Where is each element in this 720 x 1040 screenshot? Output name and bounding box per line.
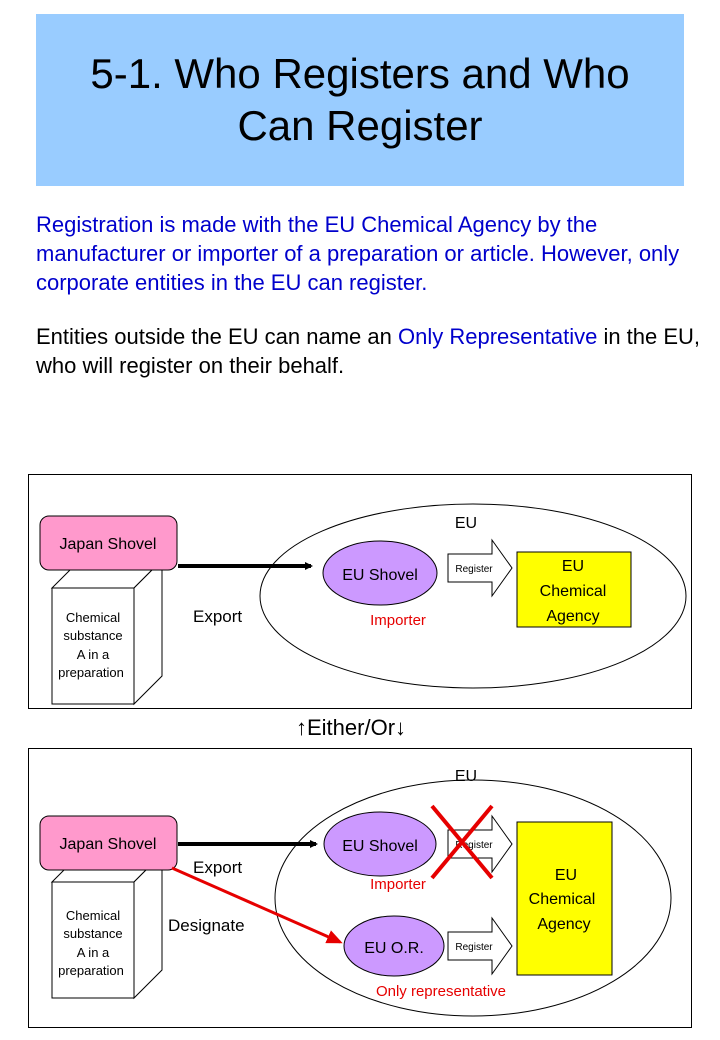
japan-shovel-label: Japan Shovel bbox=[60, 836, 157, 853]
chemical-substance-line: substance bbox=[63, 926, 122, 941]
register-label: Register bbox=[455, 942, 493, 953]
export-label: Export bbox=[193, 858, 242, 877]
agency-label-line: Chemical bbox=[529, 891, 596, 908]
diagram-2: EU Chemical substance A in a preparation… bbox=[39, 768, 672, 1017]
only-representative-paragraph: Entities outside the EU can name an Only… bbox=[36, 322, 706, 380]
designate-label: Designate bbox=[168, 916, 245, 935]
register-arrow bbox=[447, 538, 513, 598]
chemical-substance-line: Chemical bbox=[66, 610, 120, 625]
diagram-1: EU Chemical substance A in a preparation… bbox=[39, 503, 687, 706]
diagram-panel-importer bbox=[28, 474, 692, 709]
agency-label-line: Chemical bbox=[540, 583, 607, 600]
chemical-substance-line: preparation bbox=[58, 665, 124, 680]
chemical-substance-box: Chemical substance A in a preparation bbox=[50, 558, 164, 706]
chemical-substance-line: Chemical bbox=[66, 908, 120, 923]
title-banner: 5-1. Who Registers and Who Can Register bbox=[36, 14, 684, 186]
designate-arrow bbox=[171, 866, 343, 944]
japan-shovel-label: Japan Shovel bbox=[60, 536, 157, 553]
cross-out-mark bbox=[430, 804, 494, 880]
eu-or-label: EU O.R. bbox=[364, 940, 424, 957]
chemical-substance-line: preparation bbox=[58, 963, 124, 978]
chemical-substance-box: Chemical substance A in a preparation bbox=[50, 852, 164, 1000]
register-label: Register bbox=[455, 840, 493, 851]
importer-label: Importer bbox=[370, 876, 426, 893]
diagram-panel-only-representative bbox=[28, 748, 692, 1028]
page-title: 5-1. Who Registers and Who Can Register bbox=[90, 50, 630, 149]
register-arrow-crossed bbox=[447, 814, 513, 874]
chemical-substance-line: A in a bbox=[77, 945, 110, 960]
eu-region-label: EU bbox=[455, 515, 477, 532]
importer-label: Importer bbox=[370, 612, 426, 629]
agency-label-line: Agency bbox=[537, 916, 590, 933]
agency-label-line: EU bbox=[562, 558, 584, 575]
eu-chemical-agency-box bbox=[516, 821, 613, 976]
export-label: Export bbox=[193, 607, 242, 626]
japan-shovel-box bbox=[39, 515, 178, 571]
chemical-substance-line: substance bbox=[63, 628, 122, 643]
registration-paragraph: Registration is made with the EU Chemica… bbox=[36, 212, 680, 295]
agency-label-line: EU bbox=[555, 867, 577, 884]
register-arrow bbox=[447, 916, 513, 976]
eu-chemical-agency-box bbox=[516, 551, 632, 628]
eu-shovel-node bbox=[322, 540, 438, 606]
paragraph-text: Entities outside the EU can name an bbox=[36, 324, 398, 349]
eu-shovel-label: EU Shovel bbox=[342, 567, 418, 584]
only-representative-label: Only representative bbox=[376, 983, 506, 1000]
eu-or-node bbox=[343, 915, 445, 977]
chemical-substance-line: A in a bbox=[77, 647, 110, 662]
japan-shovel-box bbox=[39, 815, 178, 871]
agency-label-line: Agency bbox=[546, 608, 599, 625]
either-or-label: ↑Either/Or↓ bbox=[296, 715, 407, 740]
eu-shovel-node bbox=[323, 811, 437, 877]
register-label: Register bbox=[455, 564, 493, 575]
paragraph-text: in the EU, who will register on their be… bbox=[36, 324, 701, 378]
eu-shovel-label: EU Shovel bbox=[342, 838, 418, 855]
only-representative-highlight: Only Representative bbox=[398, 324, 598, 349]
eu-region-label: EU bbox=[455, 768, 477, 785]
